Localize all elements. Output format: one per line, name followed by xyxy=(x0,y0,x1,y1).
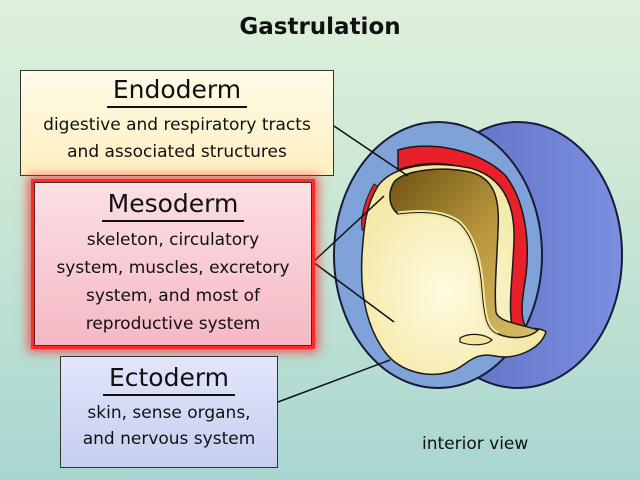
blastopore-lip xyxy=(459,333,493,346)
endoderm-heading: Endoderm xyxy=(106,75,248,108)
ectoderm-label-box: Ectoderm skin, sense organs, and nervous… xyxy=(60,356,278,468)
mesoderm-description: skeleton, circulatory system, muscles, e… xyxy=(56,230,290,334)
ectoderm-pointer xyxy=(277,359,391,403)
view-caption: interior view xyxy=(422,434,529,454)
endoderm-description: digestive and respiratory tracts and ass… xyxy=(43,115,311,162)
mesoderm-pointer-lower xyxy=(312,261,395,323)
endoderm-label-box: Endoderm digestive and respiratory tract… xyxy=(20,70,334,176)
ectoderm-heading: Ectoderm xyxy=(102,363,236,396)
endoderm-pointer xyxy=(333,125,409,177)
mesoderm-heading: Mesoderm xyxy=(101,189,245,222)
mesoderm-label-box: Mesoderm skeleton, circulatory system, m… xyxy=(34,182,312,346)
mesoderm-pointer-upper xyxy=(312,195,385,263)
figure-title: Gastrulation xyxy=(239,14,401,40)
ectoderm-description: skin, sense organs, and nervous system xyxy=(82,403,256,449)
